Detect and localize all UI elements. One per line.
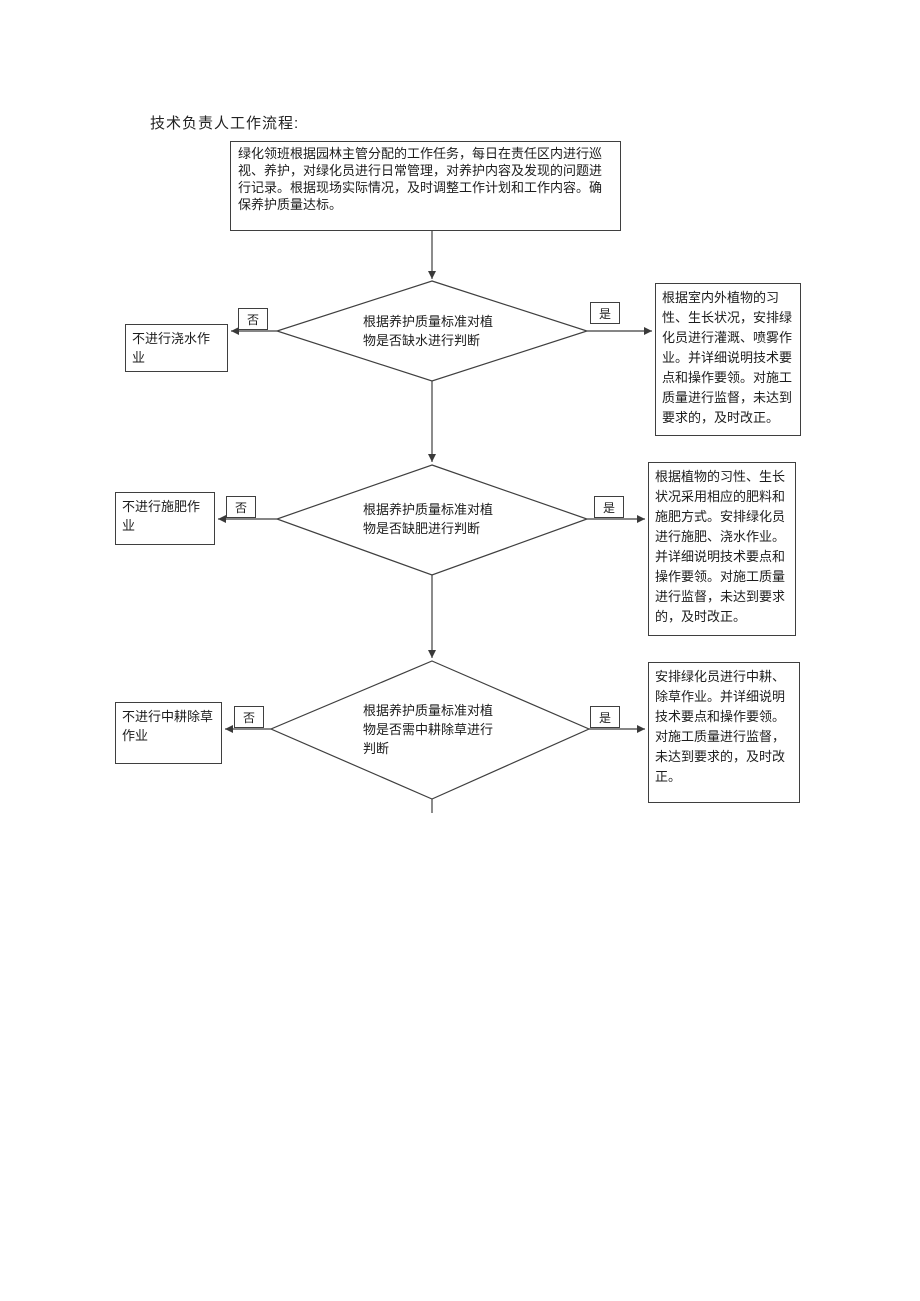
- decision-2-yes-action-box: 根据植物的习性、生长状况采用相应的肥料和施肥方式。安排绿化员进行施肥、浇水作业。…: [648, 462, 796, 636]
- decision-3-no-label: 否: [234, 706, 264, 728]
- page-title: 技术负责人工作流程:: [150, 115, 300, 132]
- decision-3-yes-label: 是: [590, 706, 620, 728]
- decision-1-question: 根据养护质量标准对植物是否缺水进行判断: [363, 314, 494, 348]
- decision-1-yes-label: 是: [590, 302, 620, 324]
- decision-2-no-label: 否: [226, 496, 256, 518]
- decision-2-no-action-box: 不进行施肥作业: [115, 492, 215, 545]
- decision-2-question: 根据养护质量标准对植物是否缺肥进行判断: [363, 502, 494, 536]
- decision-3-yes-action-box: 安排绿化员进行中耕、除草作业。并详细说明技术要点和操作要领。对施工质量进行监督，…: [648, 662, 800, 803]
- start-process-box: 绿化领班根据园林主管分配的工作任务，每日在责任区内进行巡视、养护，对绿化员进行日…: [230, 141, 621, 231]
- decision-3-question: 根据养护质量标准对植物是否需中耕除草进行判断: [363, 703, 494, 756]
- decision-1-no-label: 否: [238, 308, 268, 330]
- decision-2-yes-label: 是: [594, 496, 624, 518]
- decision-3-no-action-box: 不进行中耕除草作业: [115, 702, 222, 764]
- decision-1-no-action-box: 不进行浇水作业: [125, 324, 228, 372]
- decision-1-yes-action-box: 根据室内外植物的习性、生长状况，安排绿化员进行灌溉、喷雾作业。并详细说明技术要点…: [655, 283, 801, 436]
